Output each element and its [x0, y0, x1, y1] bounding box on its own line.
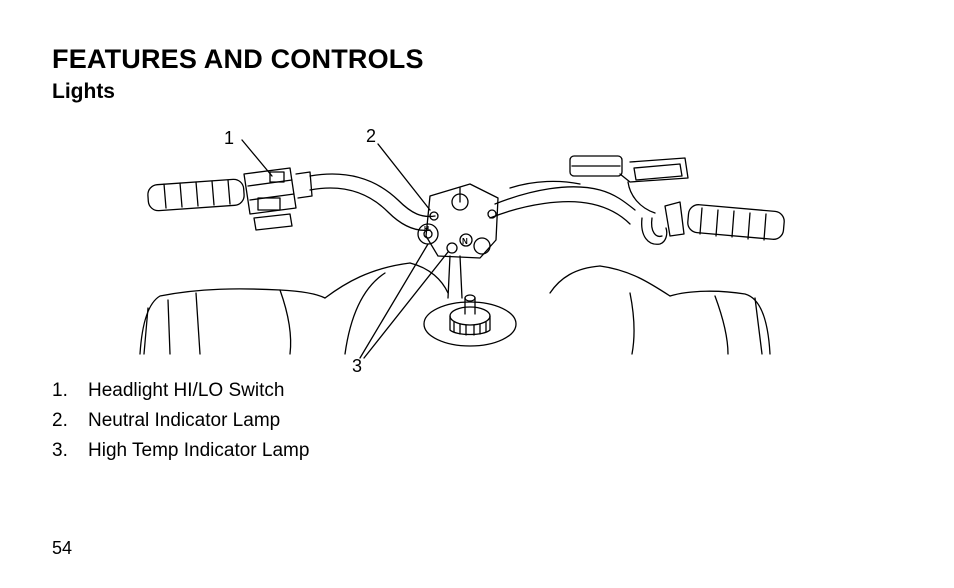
figure-legend: 1. Headlight HI/LO Switch 2. Neutral Ind… — [52, 376, 309, 466]
legend-item-text: High Temp Indicator Lamp — [88, 440, 310, 461]
legend-item-number: 3. — [52, 440, 68, 461]
legend-item-text: Neutral Indicator Lamp — [88, 410, 281, 431]
callout-leaders — [241, 139, 449, 359]
left-grip — [147, 178, 245, 212]
indicator-letter-h: H — [424, 226, 429, 233]
legend-item-number: 2. — [52, 410, 68, 431]
headlight-switch-housing — [243, 167, 313, 231]
legend-item: 3. High Temp Indicator Lamp — [52, 436, 309, 466]
callout-3: 3 — [352, 356, 362, 376]
callout-1: 1 — [224, 128, 234, 148]
section-subheading: Lights — [52, 80, 115, 103]
atv-body-outline — [139, 262, 771, 355]
right-grip — [664, 201, 785, 241]
indicator-letter-n: N — [462, 237, 468, 246]
handlebar-illustration: N H 1 2 3 — [139, 126, 785, 376]
legend-item-text: Headlight HI/LO Switch — [88, 380, 285, 401]
instrument-pod: N H — [417, 183, 499, 299]
brake-reservoir — [569, 155, 689, 245]
legend-item-number: 1. — [52, 380, 68, 401]
handlebar — [309, 173, 636, 232]
fuel-cap — [423, 294, 517, 347]
section-heading: FEATURES AND CONTROLS — [52, 44, 424, 74]
page-number: 54 — [52, 538, 73, 558]
legend-item: 2. Neutral Indicator Lamp — [52, 406, 309, 436]
callout-2: 2 — [366, 126, 376, 146]
legend-item: 1. Headlight HI/LO Switch — [52, 376, 309, 406]
